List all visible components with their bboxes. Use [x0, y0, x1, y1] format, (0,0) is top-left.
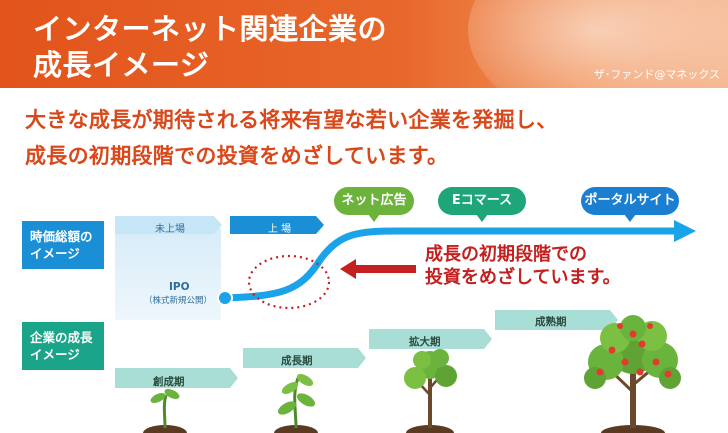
listed-label: 上 場 [268, 224, 292, 235]
stage-band-expansion [369, 329, 492, 349]
row-label-growth-line2: イメージ [30, 347, 80, 362]
ipo-sublabel: （株式新規公開） [144, 296, 213, 306]
unlisted-tag [115, 216, 222, 234]
sprout-icon [150, 389, 180, 429]
row-label-valuation: 時価総額の イメージ [22, 221, 104, 269]
row-label-growth-line1: 企業の成長 [30, 330, 93, 345]
lead-text-line2: 成長の初期段階での投資をめざしています。 [25, 144, 449, 168]
header-banner: インターネット関連企業の 成長イメージ ザ･ファンド@マネックス [0, 0, 728, 88]
soil-4 [601, 425, 665, 433]
unlisted-column [115, 228, 221, 320]
net-ad-pointer [368, 214, 380, 222]
listed-tag [230, 216, 324, 234]
stage-band-growth [243, 348, 366, 368]
early-stage-highlight [247, 254, 331, 310]
callout-arrow [340, 259, 416, 279]
row-label-valuation-line1: 時価総額の [30, 229, 93, 244]
row-label-valuation-line2: イメージ [30, 246, 80, 261]
seedling-icon [277, 374, 316, 429]
ipo-label: IPO [169, 281, 190, 293]
callout-line1: 成長の初期段階での [425, 244, 587, 265]
soil-3 [406, 425, 454, 433]
stage-growth-label: 成長期 [281, 355, 313, 367]
ecommerce-pointer [476, 214, 488, 222]
milestone-portal: ポータルサイト [581, 187, 679, 215]
lead-text-line1: 大きな成長が期待される将来有望な若い企業を発掘し、 [25, 108, 558, 132]
soil-1 [143, 425, 187, 433]
young-tree-icon [404, 349, 457, 428]
milestone-net-ad: ネット広告 [334, 187, 414, 215]
mature-tree-icon [584, 315, 681, 428]
callout-line2: 投資をめざしています。 [425, 267, 621, 288]
portal-pointer [624, 214, 636, 222]
stage-mature-label: 成熟期 [535, 316, 567, 328]
stage-founding-label: 創成期 [153, 376, 185, 388]
curve-arrowhead [674, 220, 696, 242]
header-gloss [468, 0, 728, 88]
row-label-growth: 企業の成長 イメージ [22, 322, 104, 370]
valuation-curve [220, 227, 680, 302]
stage-expansion-label: 拡大期 [409, 336, 441, 348]
page-title-line1: インターネット関連企業の [33, 12, 388, 46]
stage-band-founding [115, 368, 238, 388]
milestone-ecommerce: Eコマース [438, 187, 526, 215]
unlisted-label: 未上場 [155, 224, 185, 235]
ipo-point [217, 290, 233, 306]
soil-2 [274, 425, 318, 433]
page-title-line2: 成長イメージ [33, 48, 210, 82]
source-credit: ザ･ファンド@マネックス [593, 68, 720, 81]
stage-band-mature [495, 310, 618, 330]
